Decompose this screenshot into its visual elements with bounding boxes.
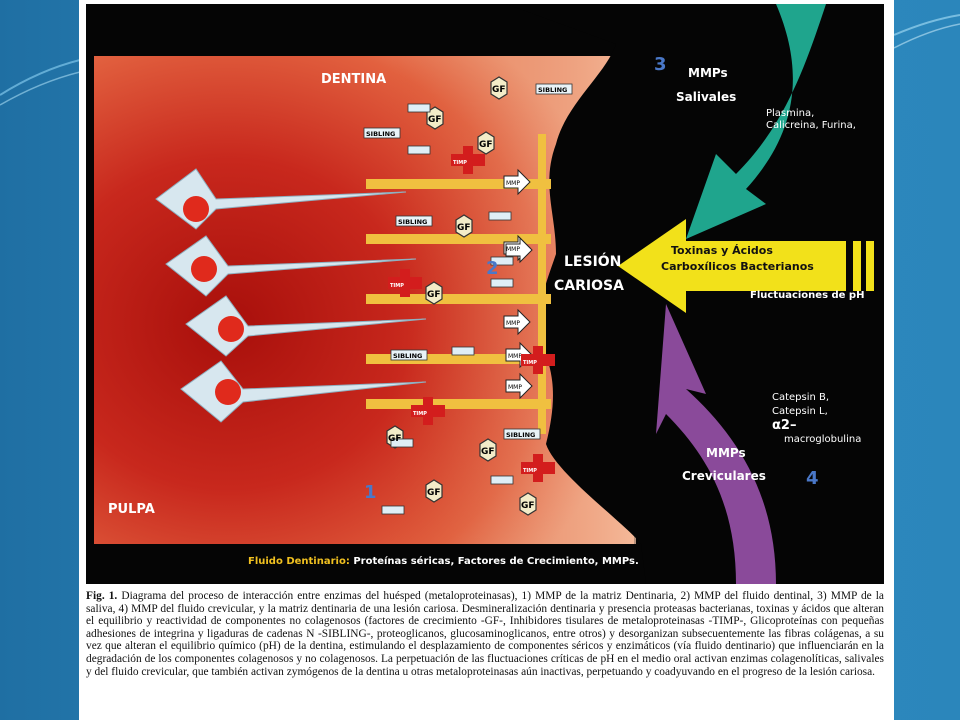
token-labels: GF GF GF GF GF GF GF GF GF SIBLING SIBLI… <box>366 85 567 511</box>
number-3: 3 <box>654 54 667 75</box>
figure-caption: Fig. 1. Diagrama del proceso de interacc… <box>86 590 884 678</box>
pulpa-label: PULPA <box>108 502 155 517</box>
caption-text: Diagrama del proceso de interacción entr… <box>86 590 884 678</box>
odontoblast-cells <box>155 168 427 423</box>
svg-text:GF: GF <box>479 140 493 150</box>
fluido-text: Proteínas séricas, Factores de Crecimien… <box>353 556 639 567</box>
alpha2-label: α2– <box>772 418 797 433</box>
svg-text:GF: GF <box>388 434 402 444</box>
proteo-tokens <box>381 103 514 515</box>
mmps-creviculares-line2: Creviculares <box>682 469 766 483</box>
svg-text:MMP: MMP <box>506 180 520 187</box>
lesion-label-line1: LESIÓN <box>564 254 622 270</box>
svg-text:SIBLING: SIBLING <box>506 431 535 439</box>
plasmina-text-line1: Plasmina, <box>766 108 815 119</box>
svg-text:SIBLING: SIBLING <box>393 352 422 360</box>
number-4: 4 <box>806 468 819 489</box>
svg-text:GF: GF <box>457 223 471 233</box>
svg-text:SIBLING: SIBLING <box>398 218 427 226</box>
svg-text:TIMP: TIMP <box>453 160 467 166</box>
sibling-tokens <box>363 83 573 440</box>
figure-diagram: MMP MMP MMP MMP MMP <box>86 4 884 584</box>
svg-text:TIMP: TIMP <box>523 360 537 366</box>
svg-text:GF: GF <box>492 85 506 95</box>
catepsin-b-label: Catepsin B, <box>772 392 830 403</box>
toxinas-label-line1: Toxinas y Ácidos <box>671 244 773 257</box>
svg-text:GF: GF <box>481 447 495 457</box>
dentinal-tubules <box>366 134 551 434</box>
decorative-swoosh-right <box>894 14 960 49</box>
diagram-canvas: MMP MMP MMP MMP MMP <box>94 4 884 584</box>
mmps-salivales-line2: Salivales <box>676 90 737 104</box>
svg-text:SIBLING: SIBLING <box>538 86 567 94</box>
svg-text:TIMP: TIMP <box>390 283 404 289</box>
svg-text:SIBLING: SIBLING <box>366 130 395 138</box>
lesion-label-line2: CARIOSA <box>554 278 624 294</box>
fluido-dentinario-label: Fluido Dentinario: Proteínas séricas, Fa… <box>248 556 639 567</box>
toxinas-label-line2: Carboxílicos Bacterianos <box>661 260 814 273</box>
macroglobulina-label: macroglobulina <box>784 434 862 445</box>
fluido-title: Fluido Dentinario: <box>248 556 350 567</box>
plasmina-text-line2: Calicreina, Furina, <box>766 120 856 131</box>
number-1: 1 <box>364 482 377 503</box>
svg-text:GF: GF <box>427 488 441 498</box>
svg-text:GF: GF <box>427 290 441 300</box>
dentina-label: DENTINA <box>321 72 387 87</box>
svg-text:MMP: MMP <box>506 246 520 253</box>
fluctuaciones-label: Fluctuaciones de pH <box>750 290 865 301</box>
svg-text:MMP: MMP <box>506 320 520 327</box>
svg-text:MMP: MMP <box>508 384 522 391</box>
svg-text:TIMP: TIMP <box>413 411 427 417</box>
catepsin-l-label: Catepsin L, <box>772 406 828 417</box>
timp-tokens <box>388 146 555 482</box>
svg-text:GF: GF <box>428 115 442 125</box>
svg-text:MMP: MMP <box>508 353 522 360</box>
caption-fig-label: Fig. 1. <box>86 590 118 602</box>
mmps-salivales-line1: MMPs <box>688 66 728 80</box>
number-2: 2 <box>486 258 499 279</box>
mmp-arrow-labels: MMP MMP MMP MMP MMP <box>506 180 522 391</box>
crevicular-arrow <box>656 304 776 584</box>
decorative-swoosh-left <box>0 59 80 106</box>
bacterial-acids-arrow <box>618 219 874 313</box>
svg-text:GF: GF <box>521 501 535 511</box>
svg-text:TIMP: TIMP <box>523 468 537 474</box>
saliva-arrow <box>686 4 826 239</box>
lesion-silhouette <box>506 4 884 584</box>
mmps-creviculares-line1: MMPs <box>706 446 746 460</box>
